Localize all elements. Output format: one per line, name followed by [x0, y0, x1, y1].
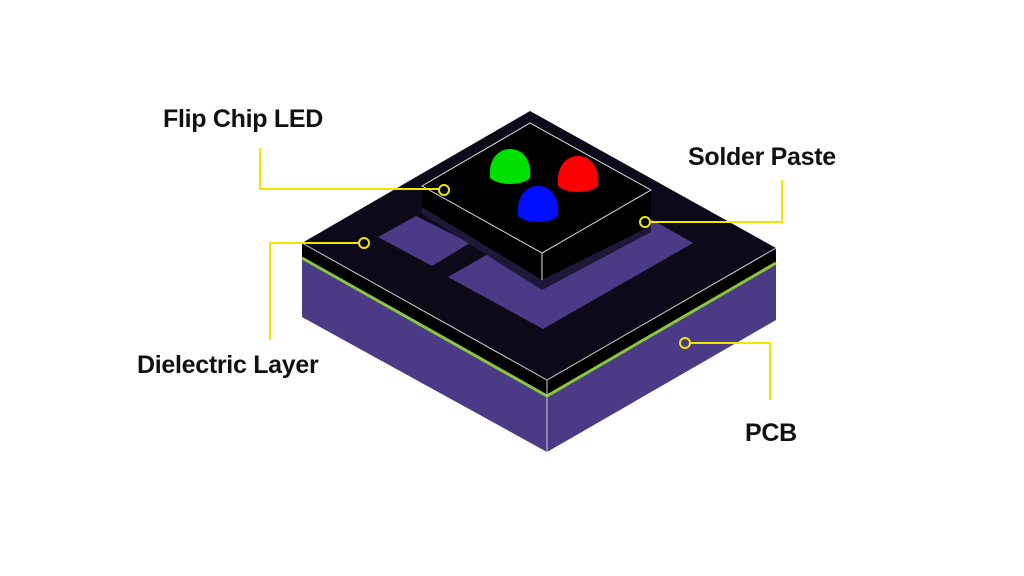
callout-line-dielectric [269, 242, 359, 340]
red-led-dome [557, 156, 599, 192]
label-flip-chip-led: Flip Chip LED [163, 105, 323, 133]
callout-dot-flip-chip [438, 184, 450, 196]
callout-line-solder [650, 180, 783, 223]
green-led-dome [489, 149, 531, 184]
callout-dot-pcb [679, 337, 691, 349]
callout-line-flip-chip [259, 148, 439, 190]
label-dielectric-layer: Dielectric Layer [137, 351, 319, 379]
chip-left-face [422, 186, 542, 280]
small-pad [378, 216, 470, 266]
dielectric-left-face [302, 243, 547, 396]
callout-dot-solder [639, 216, 651, 228]
blue-led-dome [517, 186, 559, 222]
label-pcb: PCB [745, 419, 797, 447]
pcb-left-face [302, 258, 547, 452]
callout-line-pcb [690, 342, 771, 400]
label-solder-paste: Solder Paste [688, 143, 836, 171]
callout-dot-dielectric [358, 237, 370, 249]
pcb-right-face [547, 263, 776, 452]
chip-right-face [542, 190, 651, 280]
dielectric-right-face [547, 248, 776, 396]
